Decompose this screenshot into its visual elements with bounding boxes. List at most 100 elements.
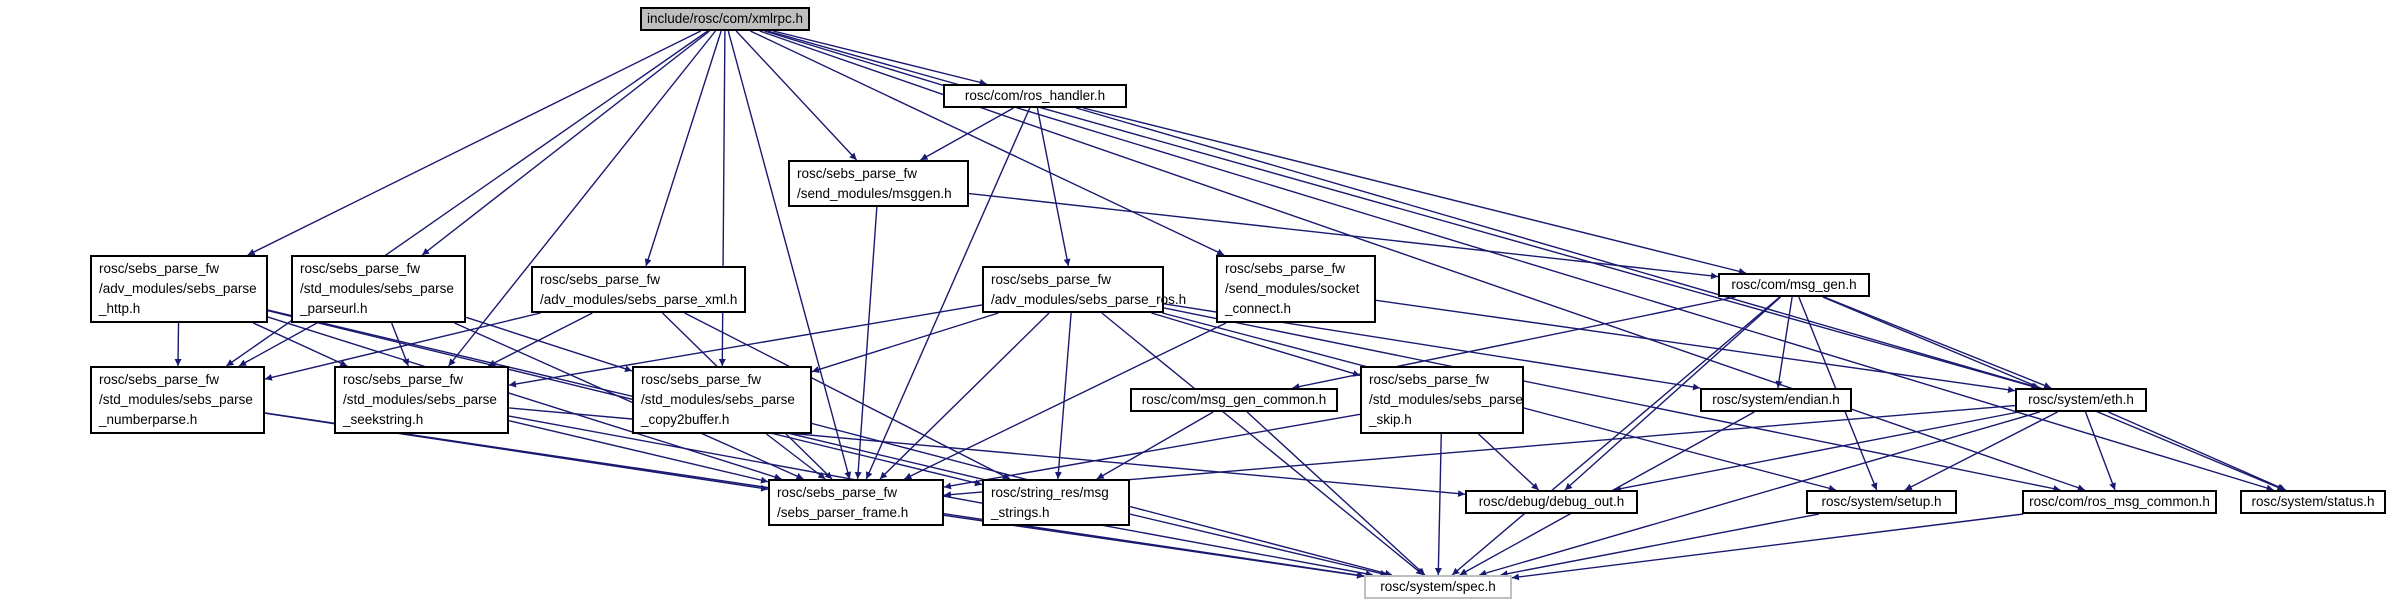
edge-msg-gen-common-to-msg-strings	[1096, 411, 1214, 480]
node-label: rosc/sebs_parse_fw /std_modules/sebs_par…	[1369, 372, 1523, 427]
edge-parse-xml-to-seekstring	[487, 312, 593, 367]
edge-parse-ros-to-skip	[1151, 312, 1361, 377]
edge-eth-to-spec	[1479, 411, 2040, 577]
edge-parse-http-to-spec	[267, 309, 1388, 577]
node-label: rosc/system/status.h	[2251, 494, 2375, 509]
edge-msg-gen-to-endian	[1775, 296, 1793, 389]
edge-skip-to-spec	[1434, 433, 1442, 576]
edge-ros-handler-to-parse-ros	[1036, 107, 1071, 267]
node-label: rosc/sebs_parse_fw /std_modules/sebs_par…	[343, 372, 497, 427]
edge-xmlrpc-to-parseurl	[421, 30, 711, 256]
edge-socket-connect-to-eth	[1375, 299, 2016, 394]
node-label: rosc/com/msg_gen_common.h	[1141, 392, 1327, 407]
node-endian[interactable]: rosc/system/endian.h	[1700, 388, 1852, 412]
edge-ros-handler-to-msggen	[920, 107, 1014, 161]
edge-parse-xml-to-msg-strings	[684, 312, 1011, 480]
edge-parse-http-to-parser-frame	[267, 316, 782, 481]
node-msg-gen[interactable]: rosc/com/msg_gen.h	[1718, 273, 1870, 297]
node-label: rosc/sebs_parse_fw /adv_modules/sebs_par…	[991, 271, 1187, 307]
edge-msg-gen-to-spec	[1451, 296, 1781, 576]
node-label: rosc/sebs_parse_fw /send_modules/msggen.…	[797, 165, 952, 201]
edge-xmlrpc-to-seekstring	[448, 30, 716, 367]
node-parse-xml[interactable]: rosc/sebs_parse_fw /adv_modules/sebs_par…	[531, 266, 746, 313]
node-parse-ros[interactable]: rosc/sebs_parse_fw /adv_modules/sebs_par…	[982, 266, 1187, 313]
edge-ros-handler-to-eth	[1076, 107, 2040, 390]
node-label: rosc/string_res/msg _strings.h	[991, 484, 1109, 520]
edge-skip-to-debug-out	[1478, 433, 1540, 491]
edge-parseurl-to-copy2buffer	[465, 316, 633, 373]
edge-parse-xml-to-numberparse	[264, 312, 541, 381]
edge-parseurl-to-seekstring	[391, 322, 410, 367]
edge-msg-gen-to-eth	[1823, 296, 2052, 389]
edge-parse-ros-to-seekstring	[508, 304, 983, 388]
edge-parseurl-to-parser-frame	[454, 322, 804, 480]
edge-eth-to-ros-msg-common	[2084, 411, 2116, 491]
edge-msg-gen-to-debug-out	[1564, 296, 1782, 491]
edge-socket-connect-to-parser-frame	[904, 322, 1227, 480]
node-label: rosc/sebs_parse_fw /std_modules/sebs_par…	[300, 261, 454, 316]
node-setup[interactable]: rosc/system/setup.h	[1806, 490, 1957, 514]
edge-xmlrpc-to-parse-xml	[644, 30, 722, 267]
edge-parse-ros-to-parser-frame	[879, 312, 1050, 480]
node-socket-connect[interactable]: rosc/sebs_parse_fw /send_modules/socket …	[1216, 255, 1376, 323]
edge-parse-http-to-seekstring	[252, 322, 348, 367]
node-label: rosc/com/ros_handler.h	[964, 88, 1106, 103]
node-spec: rosc/system/spec.h	[1364, 575, 1512, 599]
node-parser-frame[interactable]: rosc/sebs_parse_fw /sebs_parser_frame.h	[768, 479, 944, 526]
edge-msggen-to-parser-frame	[854, 206, 878, 480]
edge-skip-to-parser-frame	[943, 413, 1361, 490]
edge-ros-msg-common-to-spec	[1511, 513, 2024, 581]
node-msg-gen-common[interactable]: rosc/com/msg_gen_common.h	[1130, 388, 1338, 412]
node-label: rosc/debug/debug_out.h	[1478, 494, 1625, 509]
node-xmlrpc: include/rosc/com/xmlrpc.h	[640, 7, 810, 31]
node-copy2buffer[interactable]: rosc/sebs_parse_fw /std_modules/sebs_par…	[632, 366, 812, 434]
node-label: include/rosc/com/xmlrpc.h	[646, 11, 804, 26]
node-ros-handler[interactable]: rosc/com/ros_handler.h	[943, 84, 1127, 108]
node-msggen[interactable]: rosc/sebs_parse_fw /send_modules/msggen.…	[788, 160, 969, 207]
edge-parse-http-to-numberparse	[174, 322, 182, 367]
edge-parse-http-to-msg-strings	[267, 309, 983, 487]
node-ros-msg-common[interactable]: rosc/com/ros_msg_common.h	[2022, 490, 2217, 514]
edge-seekstring-to-parser-frame	[508, 419, 769, 484]
node-label: rosc/sebs_parse_fw /adv_modules/sebs_par…	[540, 271, 738, 307]
node-label: rosc/sebs_parse_fw /sebs_parser_frame.h	[777, 484, 909, 520]
node-debug-out[interactable]: rosc/debug/debug_out.h	[1465, 490, 1638, 514]
node-parse-http[interactable]: rosc/sebs_parse_fw /adv_modules/sebs_par…	[90, 255, 268, 323]
edge-xmlrpc-to-ros-handler	[773, 30, 987, 86]
node-status[interactable]: rosc/system/status.h	[2240, 490, 2386, 514]
edge-parseurl-to-numberparse	[238, 322, 318, 367]
node-label: rosc/system/endian.h	[1712, 392, 1840, 407]
edge-copy2buffer-to-parser-frame	[766, 433, 826, 480]
node-label: rosc/com/ros_msg_common.h	[2029, 494, 2210, 509]
node-parseurl[interactable]: rosc/sebs_parse_fw /std_modules/sebs_par…	[291, 255, 466, 323]
edge-eth-to-setup	[1904, 411, 2058, 491]
edge-parse-ros-to-copy2buffer	[811, 312, 999, 373]
node-label: rosc/sebs_parse_fw /std_modules/sebs_par…	[99, 372, 253, 427]
node-label: rosc/sebs_parse_fw /adv_modules/sebs_par…	[99, 261, 257, 316]
edge-setup-to-spec	[1500, 513, 1820, 578]
edge-eth-to-debug-out	[1613, 411, 2019, 493]
edge-parse-ros-to-msg-strings	[1054, 312, 1072, 480]
node-label: rosc/com/msg_gen.h	[1731, 277, 1857, 292]
node-numberparse[interactable]: rosc/sebs_parse_fw /std_modules/sebs_par…	[90, 366, 265, 434]
edge-xmlrpc-to-parse-http	[247, 30, 702, 256]
edge-msggen-to-msg-gen	[968, 192, 1719, 280]
node-msg-strings[interactable]: rosc/string_res/msg _strings.h	[982, 479, 1130, 526]
node-label: rosc/sebs_parse_fw /std_modules/sebs_par…	[641, 372, 795, 427]
edge-msg-gen-common-to-spec	[1246, 411, 1426, 576]
edge-ros-handler-to-parser-frame	[865, 107, 1031, 480]
edge-xmlrpc-to-msggen	[735, 30, 858, 161]
node-skip[interactable]: rosc/sebs_parse_fw /std_modules/sebs_par…	[1360, 366, 1524, 434]
edge-xmlrpc-to-parser-frame	[727, 30, 852, 480]
edge-ros-handler-to-msg-gen	[1083, 107, 1746, 275]
node-label: rosc/sebs_parse_fw /send_modules/socket …	[1225, 261, 1360, 316]
edge-eth-to-status	[2108, 411, 2286, 491]
edge-parse-ros-to-ros-msg-common	[1163, 307, 2061, 493]
node-label: rosc/system/setup.h	[1821, 494, 1942, 509]
node-label: rosc/system/spec.h	[1380, 579, 1496, 594]
node-seekstring[interactable]: rosc/sebs_parse_fw /std_modules/sebs_par…	[334, 366, 509, 434]
node-eth[interactable]: rosc/system/eth.h	[2015, 388, 2147, 412]
edge-xmlrpc-to-socket-connect	[750, 30, 1225, 256]
node-label: rosc/system/eth.h	[2028, 392, 2134, 407]
